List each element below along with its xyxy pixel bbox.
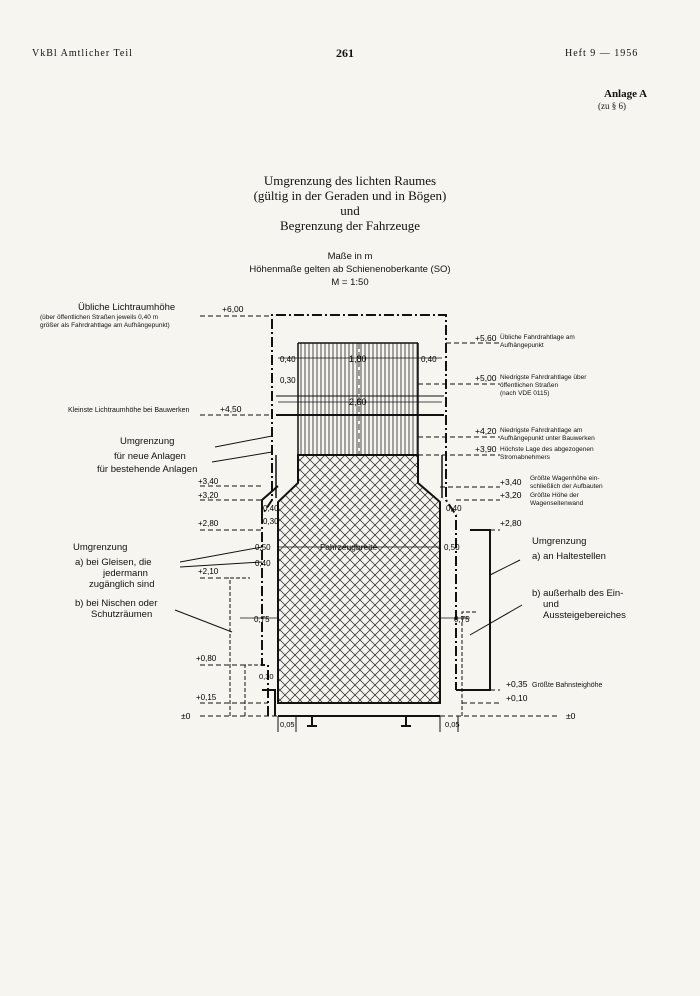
header-left: VkBl Amtlicher Teil <box>32 48 133 59</box>
level-zero-left: ±0 <box>181 711 191 721</box>
pantograph-zone <box>298 343 418 455</box>
level-320-left: +3,20 <box>198 491 219 500</box>
level-035: +0,35 <box>506 679 528 689</box>
level-560: +5,60 <box>475 333 497 343</box>
dim-050-left: 0,50 <box>255 543 271 552</box>
title-line-3: und <box>340 203 360 218</box>
dim-075-right: 0,75 <box>454 615 470 624</box>
label-r340-b: schließlich der Aufbauten <box>530 483 603 490</box>
clearance-solid <box>262 689 276 716</box>
label-ausserhalb-b: und <box>543 599 559 610</box>
label-gleisen-c: zugänglich sind <box>89 579 155 590</box>
label-r390-b: Stromabnehmers <box>500 454 550 461</box>
label-r035: Größte Bahnsteighöhe <box>532 682 603 689</box>
label-r340-a: Größte Wagenhöhe ein- <box>530 475 600 482</box>
label-ausserhalb-a: b) außerhalb des Ein- <box>532 588 624 599</box>
label-r560-a: Übliche Fahrdrahtlage am <box>500 334 575 341</box>
clearance-dashed <box>261 314 457 716</box>
subtitle-line-2: Höhenmaße gelten ab Schienenoberkante (S… <box>249 264 451 275</box>
subtitle-line-1: Maße in m <box>327 251 373 262</box>
level-280-left: +2,80 <box>198 519 219 528</box>
label-r500-a: Niedrigste Fahrdrahtlage über <box>500 374 587 381</box>
dim-040-mid-left: 0,40 <box>255 559 271 568</box>
level-015: +0,15 <box>196 693 217 702</box>
level-lines-right <box>418 342 560 717</box>
title-line-2: (gültig in der Geraden und in Bögen) <box>253 188 447 203</box>
level-500: +5,00 <box>475 373 497 383</box>
dim-040-lower-left: 0,40 <box>263 504 279 513</box>
level-390: +3,90 <box>475 444 497 454</box>
page-number: 261 <box>336 46 354 60</box>
label-r320-a: Größte Höhe der <box>530 492 579 499</box>
level-080: +0,80 <box>196 654 217 663</box>
rails <box>307 716 411 727</box>
header-right: Heft 9 — 1956 <box>565 48 639 59</box>
label-umgrenzung-2: Umgrenzung <box>73 542 128 553</box>
label-r420-b: Aufhängepunkt unter Bauwerken <box>500 435 595 442</box>
label-usual-note-1: (über öffentlichen Straßen jeweils 0,40 … <box>40 314 159 321</box>
level-280-right: +2,80 <box>500 518 522 528</box>
label-smallest-height: Kleinste Lichtraumhöhe bei Bauwerken <box>68 407 190 414</box>
vehicle-width-label: Fahrzeugbreite <box>320 542 377 552</box>
level-320-right: +3,20 <box>500 490 522 500</box>
label-haltestellen: a) an Haltestellen <box>532 551 606 562</box>
label-r390-a: Höchste Lage des abgezogenen <box>500 446 594 453</box>
dim-005-right: 0,05 <box>445 720 460 729</box>
title-line-1: Umgrenzung des lichten Raumes <box>263 173 437 188</box>
dim-040-lower-right: 0,40 <box>446 504 462 513</box>
level-340-right: +3,40 <box>500 477 522 487</box>
dim-005-left: 0,05 <box>280 720 295 729</box>
label-bestehende-anlagen: für bestehende Anlagen <box>97 464 198 475</box>
dim-050-right: 0,50 <box>444 543 460 552</box>
label-r500-c: (nach VDE 0115) <box>500 390 550 397</box>
dim-260: 2,60 <box>349 397 367 407</box>
level-340-left: +3,40 <box>198 477 219 486</box>
label-usual-note-2: größer als Fahrdrahtlage am Aufhängepunk… <box>40 322 170 329</box>
label-r320-b: Wagenseitenwand <box>530 500 584 507</box>
level-420: +4,20 <box>475 426 497 436</box>
label-nischen-b: Schutzräumen <box>91 609 153 620</box>
label-gleisen-b: jedermann <box>103 568 148 579</box>
label-r560-b: Aufhängepunkt <box>500 342 544 349</box>
leader-lines <box>174 435 523 636</box>
dim-030-top: 0,30 <box>280 376 296 385</box>
label-umgrenzung-right: Umgrenzung <box>532 536 587 547</box>
level-zero-right: ±0 <box>566 711 576 721</box>
subtitle-line-3: M = 1:50 <box>331 277 369 288</box>
level-450: +4,50 <box>220 404 242 414</box>
annex-title: Anlage A <box>604 88 648 100</box>
dim-075-left: 0,75 <box>254 615 270 624</box>
level-600: +6,00 <box>222 304 244 314</box>
label-gleisen-a: a) bei Gleisen, die <box>75 557 152 568</box>
label-r420-a: Niedrigste Fahrdrahtlage am <box>500 427 583 434</box>
label-umgrenzung-1: Umgrenzung <box>120 436 175 447</box>
dim-030-bottom: 0,30 <box>259 672 274 681</box>
label-ausserhalb-c: Aussteigebereiches <box>543 610 626 621</box>
dim-040-left: 0,40 <box>280 355 296 364</box>
label-nischen-a: b) bei Nischen oder <box>75 598 158 609</box>
dim-030-lower-left: 0,30 <box>263 517 279 526</box>
level-010: +0,10 <box>506 693 528 703</box>
label-neue-anlagen: für neue Anlagen <box>114 451 186 462</box>
level-lines-left <box>200 315 280 717</box>
annex-ref: (zu § 6) <box>598 101 626 111</box>
dim-040-right: 0,40 <box>421 355 437 364</box>
vehicle-outline <box>277 454 441 704</box>
dim-180: 1,80 <box>349 354 367 364</box>
title-line-4: Begrenzung der Fahrzeuge <box>279 218 421 233</box>
label-r500-b: öffentlichen Straßen <box>500 382 559 389</box>
label-usual-height: Übliche Lichtraumhöhe <box>78 302 176 313</box>
level-210: +2,10 <box>198 567 219 576</box>
